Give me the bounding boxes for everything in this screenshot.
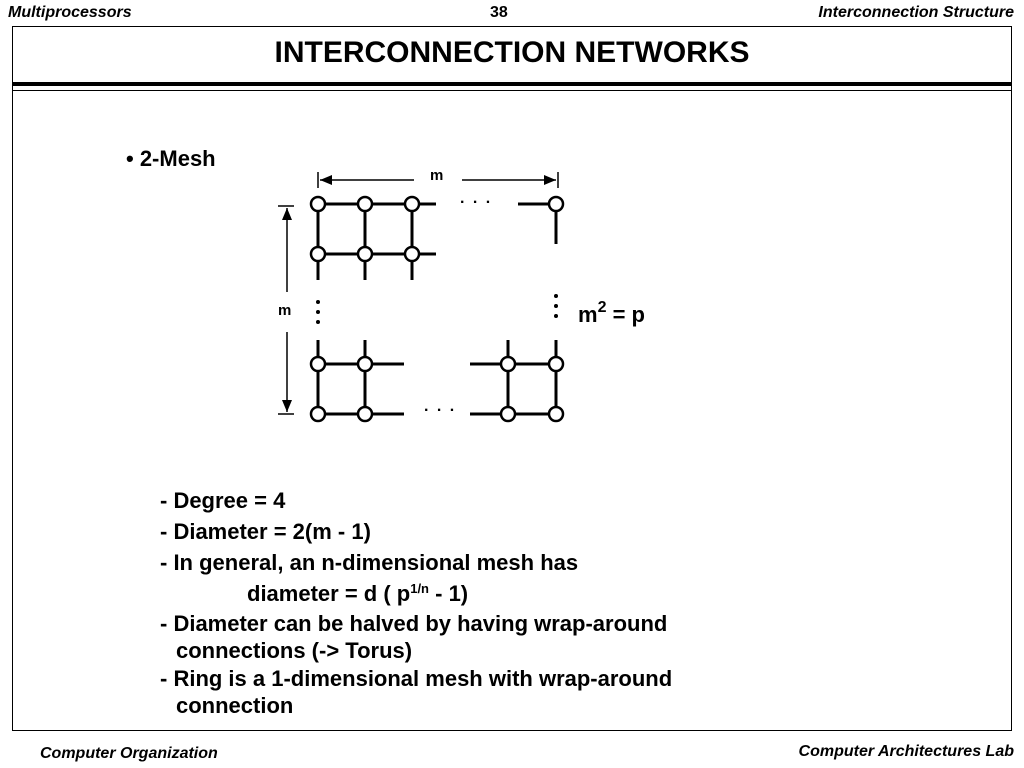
slide-title: INTERCONNECTION NETWORKS <box>274 36 750 69</box>
formula-exponent: 2 <box>597 299 607 316</box>
line-ring-2: connection <box>176 693 294 718</box>
mesh-formula: m2 = p <box>578 299 645 328</box>
mesh-nodes <box>309 195 565 423</box>
footer-right: Computer Architectures Lab <box>798 743 1014 760</box>
slide-frame <box>12 26 1012 731</box>
width-label: m <box>430 167 444 184</box>
line-degree: - Degree = 4 <box>160 488 286 513</box>
line-diameter-formula: diameter = d ( p1/n - 1) <box>247 581 468 607</box>
formula-base: m <box>578 302 598 327</box>
line-ring-1: - Ring is a 1-dimensional mesh with wrap… <box>160 666 673 691</box>
line-halved-2: connections (-> Torus) <box>176 638 413 663</box>
footer-left: Computer Organization <box>40 745 218 762</box>
page-number: 38 <box>490 4 508 21</box>
height-arrow <box>278 205 294 415</box>
width-arrow <box>317 172 559 188</box>
formula-suffix: - 1) <box>429 581 469 606</box>
formula-prefix: diameter = d ( p <box>247 581 411 606</box>
title-rule-thick <box>12 82 1012 86</box>
header-left: Multiprocessors <box>8 4 132 21</box>
line-diameter: - Diameter = 2(m - 1) <box>160 519 371 544</box>
title-rule-thin <box>12 90 1012 91</box>
line-halved-1: - Diameter can be halved by having wrap-… <box>160 611 668 636</box>
bullet-2-mesh: • 2-Mesh <box>126 146 216 171</box>
height-label: m <box>278 302 292 319</box>
vertical-ellipsis <box>316 294 558 324</box>
line-general: - In general, an n-dimensional mesh has <box>160 550 579 575</box>
mesh-links <box>316 202 558 416</box>
bottom-row-ellipsis: . . . <box>424 398 457 415</box>
header-right: Interconnection Structure <box>818 4 1014 21</box>
formula-rest: = p <box>606 302 645 327</box>
top-row-ellipsis: . . . <box>460 190 493 207</box>
formula-superscript: 1/n <box>410 581 430 596</box>
